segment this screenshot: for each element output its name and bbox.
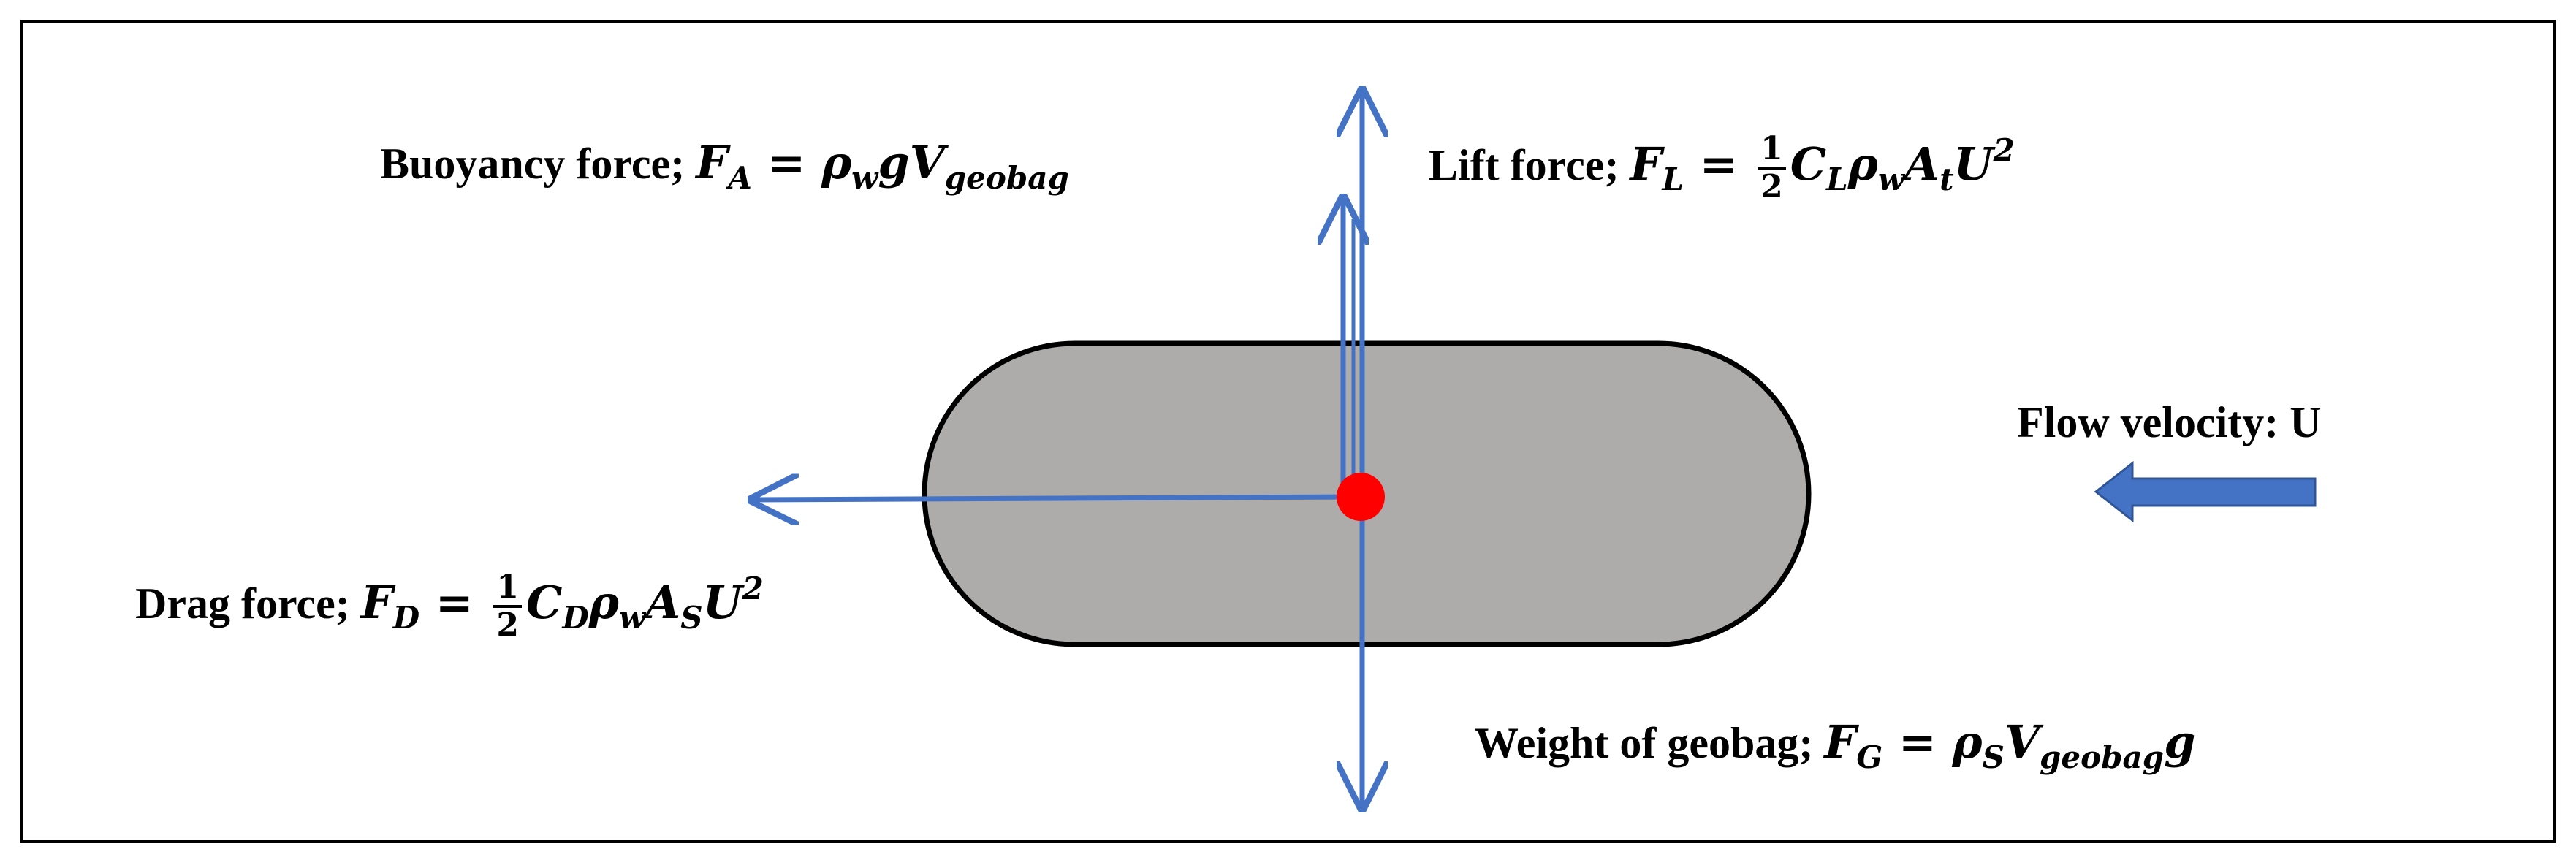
weight-force-text: Weight of geobag; [1475, 719, 1814, 767]
buoyancy-force-equation: FA = ρwgVgeobag [696, 136, 1069, 196]
lift-force-text: Lift force; [1429, 141, 1619, 189]
center-point [1337, 473, 1385, 521]
buoyancy-force-text: Buoyancy force; [380, 140, 685, 188]
weight-force-label: Weight of geobag; FG = ρSVgeobagg [1475, 720, 2195, 773]
flow-velocity-label: Flow velocity: U [2017, 398, 2322, 446]
weight-force-equation: FG = ρSVgeobagg [1824, 715, 2196, 775]
buoyancy-force-label: Buoyancy force; FA = ρwgVgeobag [380, 140, 1069, 194]
flow-direction-arrow [2094, 460, 2317, 523]
drag-force-arrow [753, 497, 1359, 500]
drag-force-text: Drag force; [135, 579, 350, 628]
